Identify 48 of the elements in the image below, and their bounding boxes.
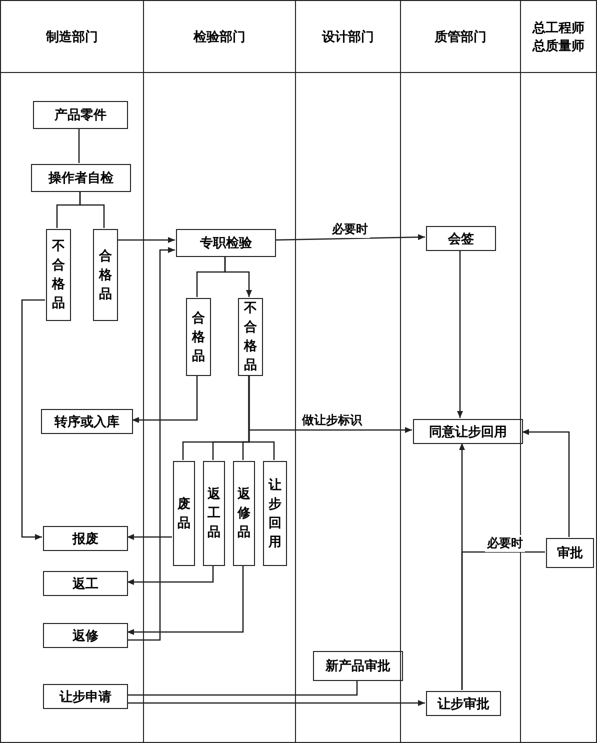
- process-box: 操作者自检: [31, 164, 131, 192]
- process-box: 会签: [426, 226, 496, 251]
- process-box: 产品零件: [33, 101, 128, 129]
- process-box: 报废: [43, 526, 128, 551]
- process-box: 同意让步回用: [413, 419, 523, 444]
- process-box: 专职检验: [176, 229, 276, 257]
- connector-line: [78, 128, 80, 163]
- arrow: [127, 565, 214, 585]
- process-box: 新产品审批: [313, 651, 403, 681]
- lane-heading: 质管部门: [401, 1, 520, 73]
- arrow: [224, 256, 252, 297]
- arrow: [457, 250, 463, 418]
- process-box: 合格品: [186, 298, 211, 376]
- arrow: [274, 234, 426, 241]
- edge-label: 做让步标识: [300, 412, 364, 429]
- arrow: [21, 299, 45, 540]
- arrow: [248, 375, 412, 433]
- swimlane: [143, 0, 295, 743]
- arrow: [127, 565, 244, 635]
- process-box: 返工品: [203, 461, 225, 566]
- process-box: 废品: [173, 461, 195, 566]
- process-box: 返修品: [233, 461, 255, 566]
- arrow: [127, 247, 175, 641]
- connector-line: [127, 680, 358, 696]
- edge-label: 必要时: [330, 221, 370, 238]
- process-box: 返工: [43, 571, 128, 596]
- swimlane: [0, 0, 143, 743]
- lane-heading: 检验部门: [144, 1, 295, 73]
- arrow: [522, 429, 570, 537]
- process-box: 让步回用: [263, 461, 287, 566]
- process-box: 不合格品: [46, 229, 71, 321]
- process-box: 合格品: [93, 229, 118, 321]
- process-box: 审批: [546, 538, 594, 568]
- process-box: 返修: [43, 623, 128, 648]
- lane-heading: 设计部门: [296, 1, 400, 73]
- arrow: [127, 700, 425, 706]
- arrow: [132, 375, 198, 423]
- arrow: [127, 534, 172, 540]
- lane-heading: 制造部门: [1, 1, 143, 73]
- process-box: 不合格品: [238, 298, 263, 376]
- process-box: 让步审批: [426, 691, 501, 716]
- arrow: [117, 237, 175, 243]
- connector-line: [461, 551, 545, 690]
- process-box: 转序或入库: [41, 409, 133, 434]
- edge-label: 必要时: [485, 535, 525, 552]
- lane-heading: 总工程师总质量师: [521, 1, 596, 73]
- process-box: 让步申请: [43, 684, 128, 709]
- connector-line: [79, 191, 105, 228]
